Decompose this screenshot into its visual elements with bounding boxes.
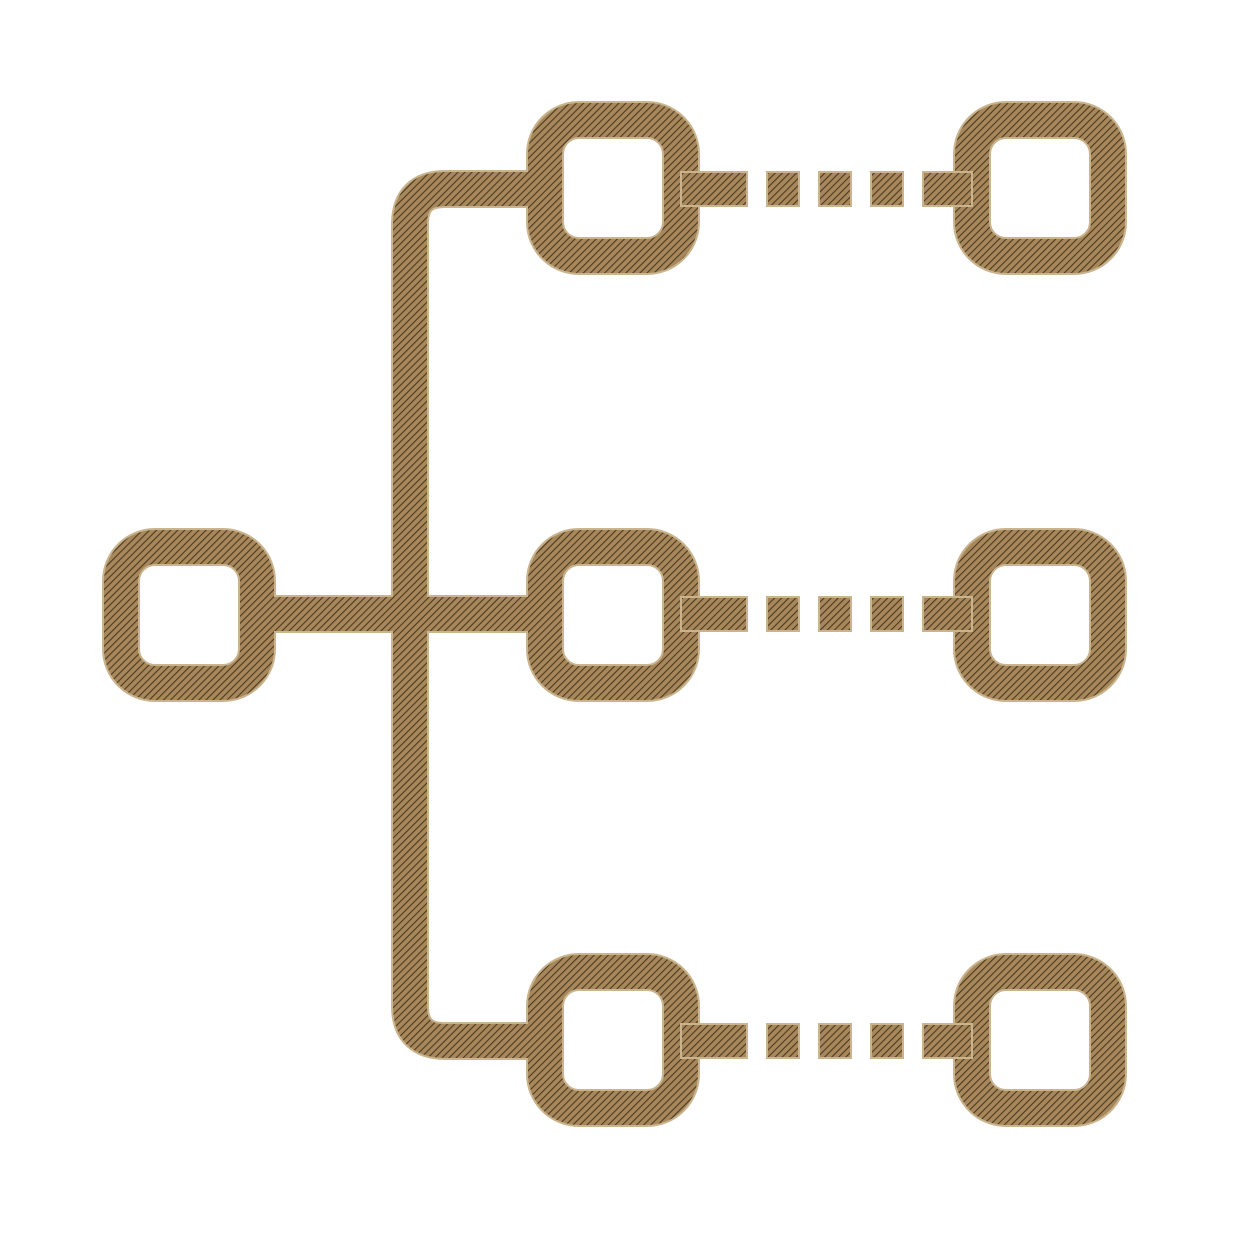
dotted-connector-bottom — [680, 1023, 973, 1059]
dotted-connector-middle — [680, 596, 973, 632]
level1-node-middle — [528, 530, 698, 700]
root-node — [104, 530, 274, 700]
level1-node-bottom — [528, 955, 698, 1125]
level1-node-top — [528, 103, 698, 273]
level2-node-bottom — [955, 955, 1125, 1125]
level2-node-top — [955, 103, 1125, 273]
dotted-connector-top — [680, 171, 973, 207]
level2-node-middle — [955, 530, 1125, 700]
